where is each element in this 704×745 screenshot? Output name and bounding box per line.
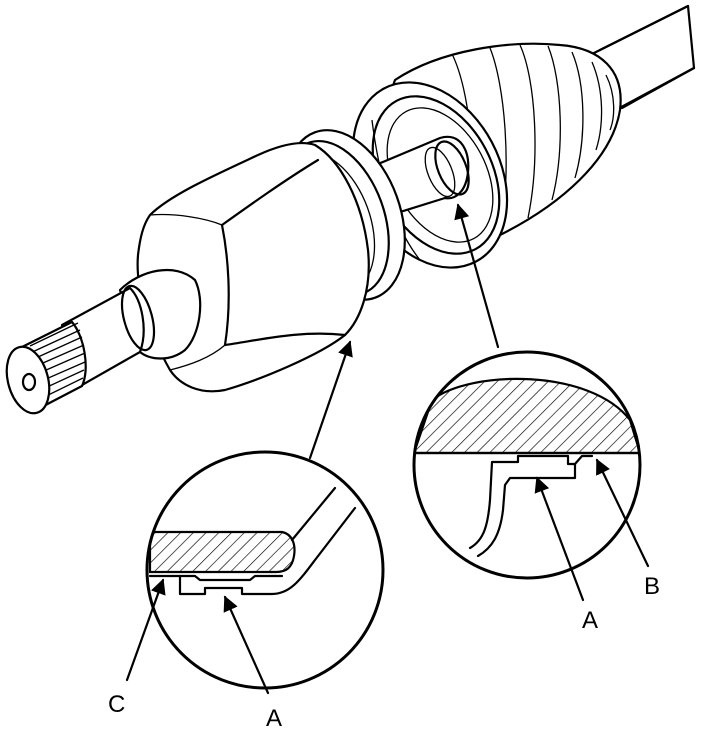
leader-c-left: [125, 578, 166, 682]
right-detail-arrow: [454, 203, 500, 349]
label-a-left: A: [266, 705, 282, 732]
label-b-right: B: [644, 573, 660, 600]
left-detail-arrow: [308, 340, 353, 460]
leader-a-right: [534, 476, 585, 602]
stub-shaft: [5, 268, 202, 415]
label-c-left: C: [108, 691, 125, 718]
detail-circle-left: [145, 450, 385, 690]
leader-b-right: [595, 458, 650, 568]
label-a-right: A: [582, 607, 598, 634]
leader-a-left: [223, 595, 270, 695]
detail-circle-right: [412, 350, 642, 580]
